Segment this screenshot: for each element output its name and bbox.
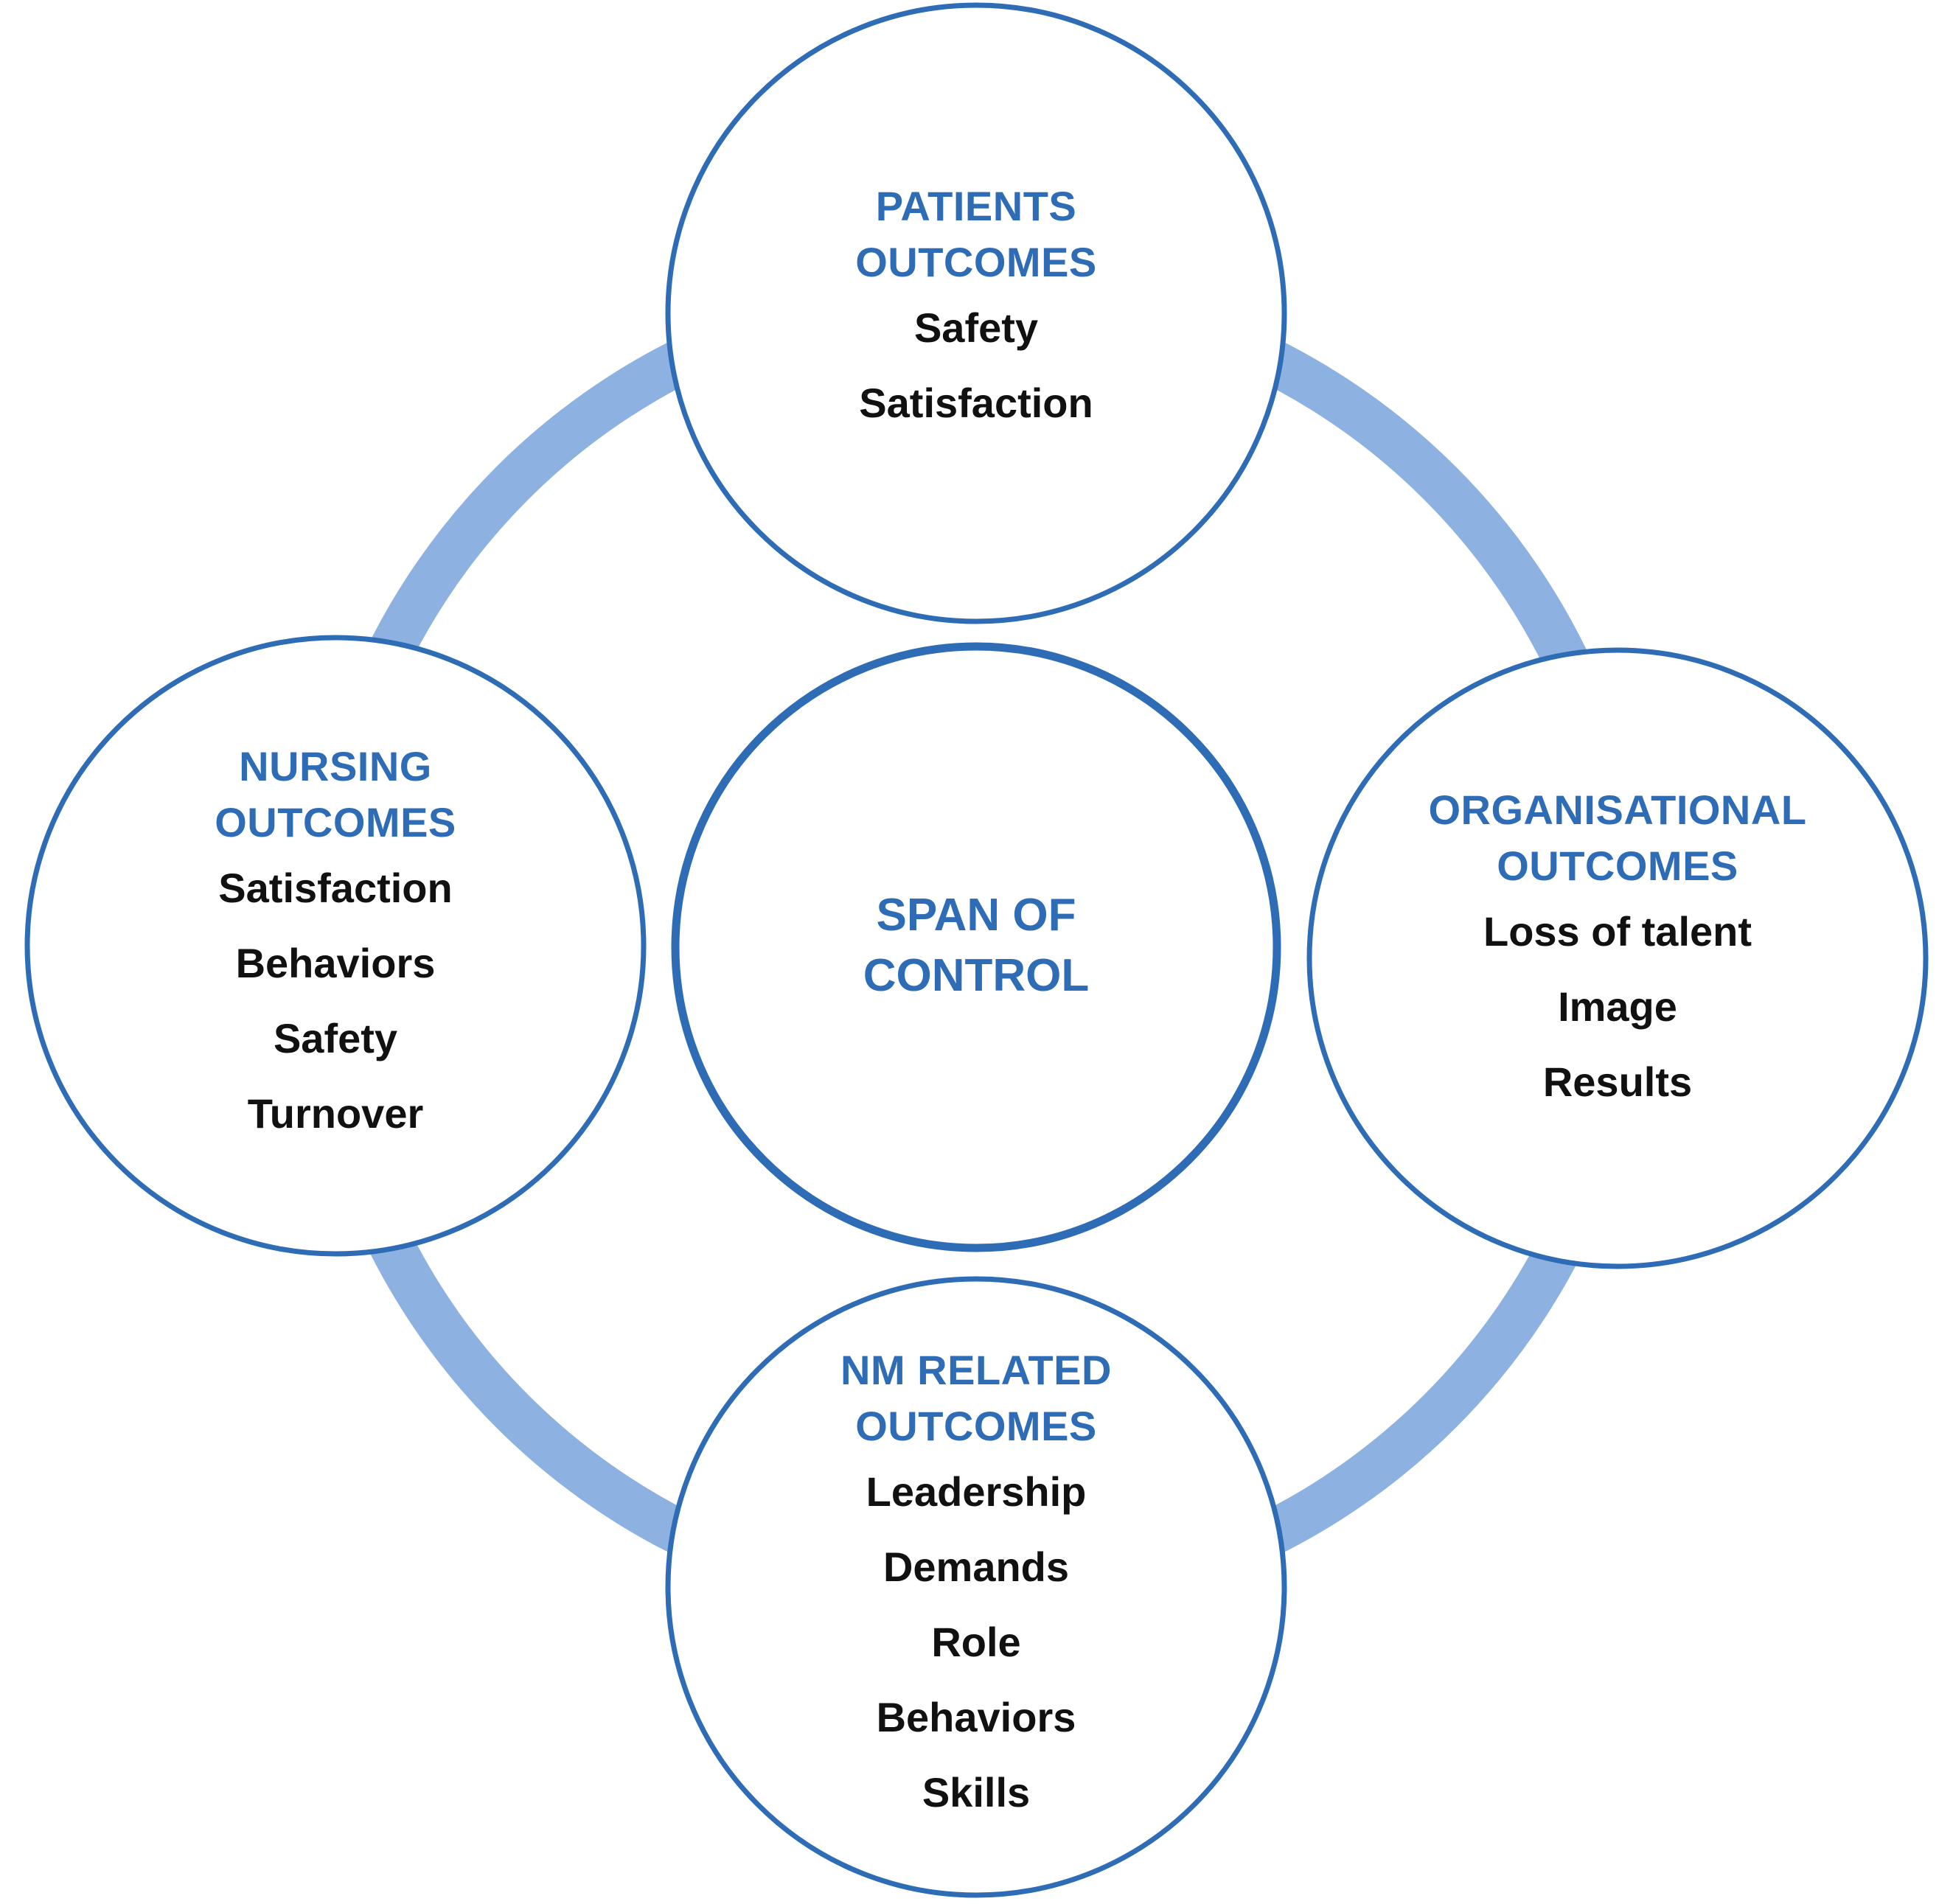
node-right-title: ORGANISATIONAL OUTCOMES <box>1428 782 1806 894</box>
node-left-item: Safety <box>273 1015 398 1061</box>
node-left-item: Turnover <box>247 1090 424 1137</box>
node-circle-left <box>24 635 647 1257</box>
node-top-item: Satisfaction <box>859 380 1093 426</box>
center-title-line-1: SPAN OF <box>876 890 1076 941</box>
node-right: ORGANISATIONAL OUTCOMES Loss of talent I… <box>1428 782 1806 1120</box>
node-left-title-line-2: OUTCOMES <box>215 799 456 845</box>
node-top-item: Safety <box>913 304 1039 351</box>
node-circle-bottom <box>665 1276 1287 1898</box>
node-bottom-item: Demands <box>882 1544 1070 1590</box>
node-right-title-line-2: OUTCOMES <box>1497 843 1738 889</box>
node-bottom-item: Leadership <box>866 1468 1087 1515</box>
node-right-item: Image <box>1558 983 1677 1030</box>
center-title-line-2: CONTROL <box>863 950 1090 1001</box>
node-right-item: Results <box>1542 1059 1693 1105</box>
node-bottom-item: Skills <box>922 1769 1031 1816</box>
node-bottom-item: Role <box>931 1619 1021 1665</box>
node-top-title-line-1: PATIENTS <box>875 183 1077 229</box>
node-left-title-line-1: NURSING <box>239 743 432 789</box>
node-center: SPAN OF CONTROL <box>863 885 1090 1006</box>
center-circle <box>671 642 1281 1252</box>
node-bottom-title: NM RELATED OUTCOMES <box>840 1342 1112 1454</box>
node-bottom-title-line-2: OUTCOMES <box>855 1403 1097 1449</box>
node-right-title-line-1: ORGANISATIONAL <box>1428 787 1807 833</box>
node-circle-right <box>1306 647 1929 1269</box>
node-left-item: Behaviors <box>235 940 436 986</box>
node-top: PATIENTS OUTCOMES Safety Satisfaction <box>855 178 1097 441</box>
node-bottom: NM RELATED OUTCOMES Leadership Demands R… <box>840 1342 1112 1830</box>
node-circle-top <box>665 2 1287 624</box>
node-left: NURSING OUTCOMES Satisfaction Behaviors … <box>215 739 456 1151</box>
node-bottom-title-line-1: NM RELATED <box>840 1347 1112 1393</box>
node-left-title: NURSING OUTCOMES <box>215 739 456 851</box>
node-right-item: Loss of talent <box>1483 908 1752 955</box>
node-top-title: PATIENTS OUTCOMES <box>855 178 1097 290</box>
node-left-item: Satisfaction <box>218 865 453 911</box>
node-bottom-item: Behaviors <box>876 1694 1076 1740</box>
node-top-title-line-2: OUTCOMES <box>855 239 1097 285</box>
